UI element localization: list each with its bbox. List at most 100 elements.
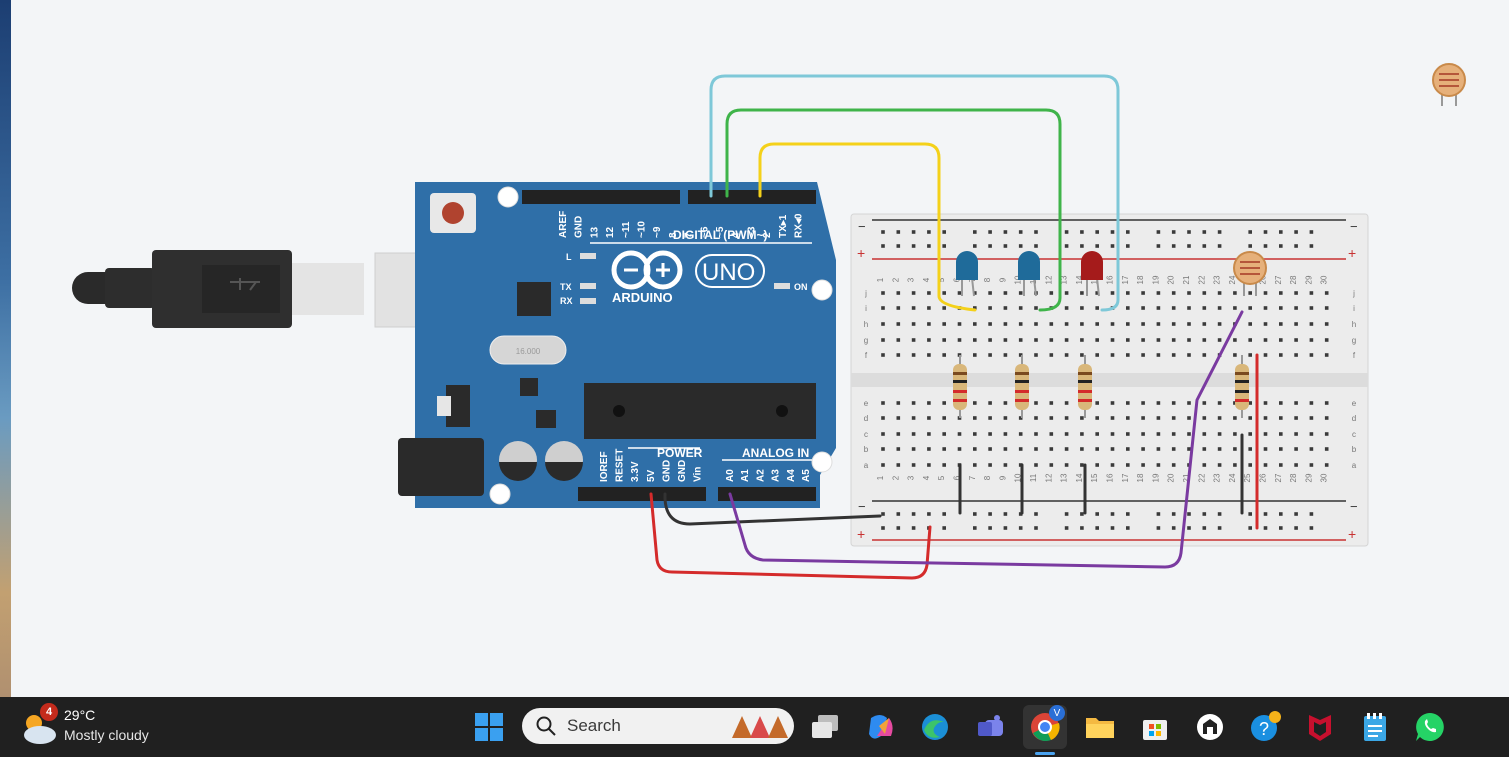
breadboard-hole[interactable] <box>1141 432 1145 436</box>
breadboard-hole[interactable] <box>927 322 931 326</box>
rail-hole[interactable] <box>1110 526 1115 530</box>
resistor-3[interactable] <box>1078 355 1092 418</box>
breadboard-hole[interactable] <box>1187 322 1191 326</box>
rail-hole[interactable] <box>1034 244 1038 248</box>
breadboard-hole[interactable] <box>881 432 885 436</box>
copilot-icon[interactable] <box>858 705 902 749</box>
breadboard-hole[interactable] <box>927 291 931 295</box>
breadboard-hole[interactable] <box>1217 291 1222 295</box>
rail-hole[interactable] <box>1126 526 1130 530</box>
breadboard-hole[interactable] <box>1018 432 1023 436</box>
breadboard-hole[interactable] <box>1171 291 1176 295</box>
rail-hole[interactable] <box>1263 230 1268 234</box>
breadboard-hole[interactable] <box>1156 416 1161 420</box>
breadboard-hole[interactable] <box>957 432 962 436</box>
breadboard-hole[interactable] <box>942 306 946 310</box>
breadboard-hole[interactable] <box>988 401 992 405</box>
rail-hole[interactable] <box>1018 244 1023 248</box>
breadboard-hole[interactable] <box>1233 416 1237 420</box>
circuit-diagram[interactable]: DIGITAL (PWM~) ARDUINO UNO ON L TX RX PO… <box>11 0 1509 697</box>
breadboard-hole[interactable] <box>973 353 977 357</box>
breadboard-hole[interactable] <box>1126 306 1130 310</box>
breadboard-hole[interactable] <box>1034 338 1038 342</box>
breadboard-hole[interactable] <box>1263 416 1268 420</box>
rail-hole[interactable] <box>1034 230 1038 234</box>
rail-hole[interactable] <box>973 512 977 516</box>
breadboard-hole[interactable] <box>957 447 962 451</box>
breadboard-hole[interactable] <box>1049 291 1054 295</box>
breadboard-hole[interactable] <box>1095 432 1099 436</box>
breadboard-hole[interactable] <box>1233 353 1237 357</box>
breadboard-hole[interactable] <box>1217 416 1222 420</box>
windows-start-icon[interactable] <box>467 705 511 749</box>
rail-hole[interactable] <box>1217 512 1222 516</box>
breadboard-hole[interactable] <box>1049 416 1054 420</box>
breadboard-hole[interactable] <box>1202 432 1207 436</box>
breadboard-hole[interactable] <box>896 322 901 326</box>
breadboard-hole[interactable] <box>1263 432 1268 436</box>
breadboard-hole[interactable] <box>927 416 931 420</box>
breadboard-hole[interactable] <box>1279 401 1283 405</box>
breadboard-hole[interactable] <box>1141 353 1145 357</box>
rail-hole[interactable] <box>1156 230 1161 234</box>
rail-hole[interactable] <box>942 230 946 234</box>
breadboard-hole[interactable] <box>973 432 977 436</box>
breadboard-hole[interactable] <box>1141 416 1145 420</box>
breadboard-hole[interactable] <box>1156 291 1161 295</box>
breadboard-hole[interactable] <box>1187 447 1191 451</box>
breadboard-hole[interactable] <box>896 353 901 357</box>
wires[interactable] <box>649 74 1259 580</box>
breadboard-hole[interactable] <box>1217 322 1222 326</box>
breadboard-hole[interactable] <box>1263 291 1268 295</box>
breadboard-hole[interactable] <box>1110 353 1115 357</box>
breadboard-hole[interactable] <box>1003 322 1008 326</box>
rail-hole[interactable] <box>896 526 901 530</box>
breadboard-hole[interactable] <box>1233 291 1237 295</box>
breadboard-hole[interactable] <box>1126 291 1130 295</box>
breadboard-hole[interactable] <box>1034 416 1038 420</box>
breadboard-hole[interactable] <box>1309 306 1314 310</box>
breadboard-hole[interactable] <box>988 291 992 295</box>
breadboard-hole[interactable] <box>1279 447 1283 451</box>
breadboard-hole[interactable] <box>1049 353 1054 357</box>
breadboard-hole[interactable] <box>988 463 992 467</box>
rail-hole[interactable] <box>911 230 916 234</box>
rail-hole[interactable] <box>1279 526 1283 530</box>
rail-hole[interactable] <box>1309 512 1314 516</box>
breadboard-hole[interactable] <box>1095 401 1099 405</box>
rail-hole[interactable] <box>1294 230 1298 234</box>
rail-hole[interactable] <box>1110 244 1115 248</box>
breadboard-hole[interactable] <box>1171 306 1176 310</box>
rail-hole[interactable] <box>1034 526 1038 530</box>
rail-hole[interactable] <box>1279 244 1283 248</box>
breadboard-hole[interactable] <box>1095 447 1099 451</box>
chrome-icon[interactable]: V <box>1023 705 1067 755</box>
breadboard-hole[interactable] <box>1233 463 1237 467</box>
rail-hole[interactable] <box>1064 244 1069 248</box>
rail-hole[interactable] <box>988 512 992 516</box>
rail-hole[interactable] <box>988 244 992 248</box>
breadboard-hole[interactable] <box>1171 416 1176 420</box>
breadboard-hole[interactable] <box>1003 447 1008 451</box>
breadboard-hole[interactable] <box>988 353 992 357</box>
breadboard-hole[interactable] <box>1217 447 1222 451</box>
breadboard-hole[interactable] <box>1095 353 1099 357</box>
breadboard-hole[interactable] <box>1064 322 1069 326</box>
breadboard-hole[interactable] <box>1126 432 1130 436</box>
breadboard-hole[interactable] <box>1279 416 1283 420</box>
breadboard-hole[interactable] <box>1064 401 1069 405</box>
breadboard-hole[interactable] <box>896 291 901 295</box>
breadboard-hole[interactable] <box>1080 447 1084 451</box>
breadboard-hole[interactable] <box>881 291 885 295</box>
breadboard-hole[interactable] <box>1294 353 1298 357</box>
breadboard-hole[interactable] <box>1141 306 1145 310</box>
breadboard-hole[interactable] <box>988 447 992 451</box>
breadboard-hole[interactable] <box>988 338 992 342</box>
breadboard-hole[interactable] <box>1294 322 1298 326</box>
breadboard-hole[interactable] <box>1309 322 1314 326</box>
breadboard-hole[interactable] <box>1095 416 1099 420</box>
breadboard-hole[interactable] <box>1034 322 1038 326</box>
breadboard-hole[interactable] <box>1141 322 1145 326</box>
breadboard-hole[interactable] <box>1217 306 1222 310</box>
breadboard-hole[interactable] <box>911 291 916 295</box>
